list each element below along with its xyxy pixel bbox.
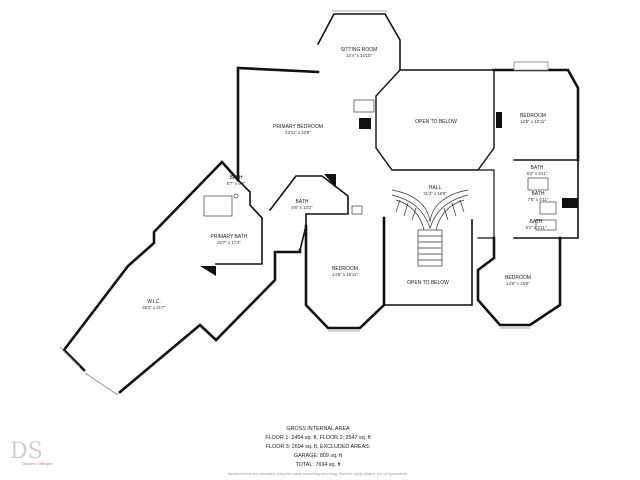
bedroom-3-walls bbox=[476, 236, 562, 327]
hall-dims: 31'4" x 16'8" bbox=[423, 191, 447, 196]
bedroom-1-label: BEDROOM bbox=[520, 113, 546, 119]
open-to-below-label-2: OPEN TO BELOW bbox=[407, 280, 449, 286]
area-line-4: TOTAL: 7694 sq. ft bbox=[295, 462, 341, 468]
disclaimer: Measurements are calculated using third-… bbox=[228, 472, 408, 476]
bath-1-label: BATH bbox=[230, 175, 243, 181]
sitting-room-walls bbox=[316, 13, 401, 71]
bedroom-3-dims: 14'8" x 15'6" bbox=[506, 281, 530, 286]
brand-logo: DS Diamond Stiffington bbox=[10, 439, 53, 466]
area-line-3: GARAGE: 809 sq. ft bbox=[294, 453, 343, 459]
walls bbox=[62, 13, 580, 394]
sitting-room-dims: 14'4" x 14'10" bbox=[346, 53, 372, 58]
primary-bedroom-walls bbox=[236, 66, 320, 182]
bath-3-label: BATH bbox=[531, 165, 544, 171]
bath-2-walls bbox=[268, 175, 349, 251]
logo-subtitle: Diamond Stiffington bbox=[22, 462, 53, 466]
fixtures bbox=[203, 99, 557, 231]
primary-bedroom-dims: 23'11" x 23'8" bbox=[285, 130, 311, 135]
sitting-room-label: SITTING ROOM bbox=[341, 47, 378, 53]
primary-bedroom-label: PRIMARY BEDROOM bbox=[273, 124, 323, 130]
area-summary: GROSS INTERNAL AREA FLOOR 1: 2454 sq. ft… bbox=[228, 426, 408, 476]
bath-2-dims: 8'6" x 13'3" bbox=[291, 205, 313, 210]
area-line-2: FLOOR 3: 2694 sq. ft, EXCLUDED AREAS: bbox=[266, 444, 371, 450]
open-to-below-label-1: OPEN TO BELOW bbox=[415, 119, 457, 125]
room-labels: SITTING ROOM 14'4" x 14'10" PRIMARY BEDR… bbox=[142, 47, 549, 310]
bath-5-dims: 6'1" x 3'11" bbox=[526, 225, 547, 230]
area-line-1: FLOOR 1: 2454 sq. ft, FLOOR 2: 2547 sq. … bbox=[265, 435, 371, 441]
open-to-below-walls bbox=[375, 69, 495, 171]
wic-south-wall bbox=[118, 248, 302, 394]
primary-bath-dims: 22'7" x 17'4" bbox=[217, 240, 241, 245]
wic-dims: 26'3" x 21'7" bbox=[142, 305, 166, 310]
solid-blocks bbox=[200, 112, 578, 276]
bath-2-label: BATH bbox=[296, 199, 309, 205]
bath-3-dims: 6'2" x 3'11" bbox=[527, 171, 548, 176]
bedroom-2-dims: 14'5" x 18'11" bbox=[332, 272, 358, 277]
primary-bath-interior-walls bbox=[215, 160, 263, 265]
bath-1-dims: 6'7" x 6'3" bbox=[227, 181, 246, 186]
bath-4-dims: 7'8" x 4'11" bbox=[528, 197, 549, 202]
hall-walls bbox=[477, 169, 495, 239]
area-title: GROSS INTERNAL AREA bbox=[286, 426, 350, 432]
bedroom-2-label: BEDROOM bbox=[332, 266, 358, 272]
logo-letters: DS bbox=[10, 439, 43, 464]
bedroom-3-label: BEDROOM bbox=[505, 275, 531, 281]
open-to-below-2-walls bbox=[383, 217, 473, 306]
staircase bbox=[391, 189, 469, 267]
windows bbox=[59, 10, 549, 396]
bedroom-1-dims: 12'6" x 10'11" bbox=[520, 119, 546, 124]
bath-5-label: BATH bbox=[530, 219, 543, 225]
wic-label: W.I.C. bbox=[147, 299, 161, 305]
primary-bath-label: PRIMARY BATH bbox=[211, 234, 248, 240]
bath-4-label: BATH bbox=[532, 191, 545, 197]
hall-label: HALL bbox=[429, 185, 442, 191]
